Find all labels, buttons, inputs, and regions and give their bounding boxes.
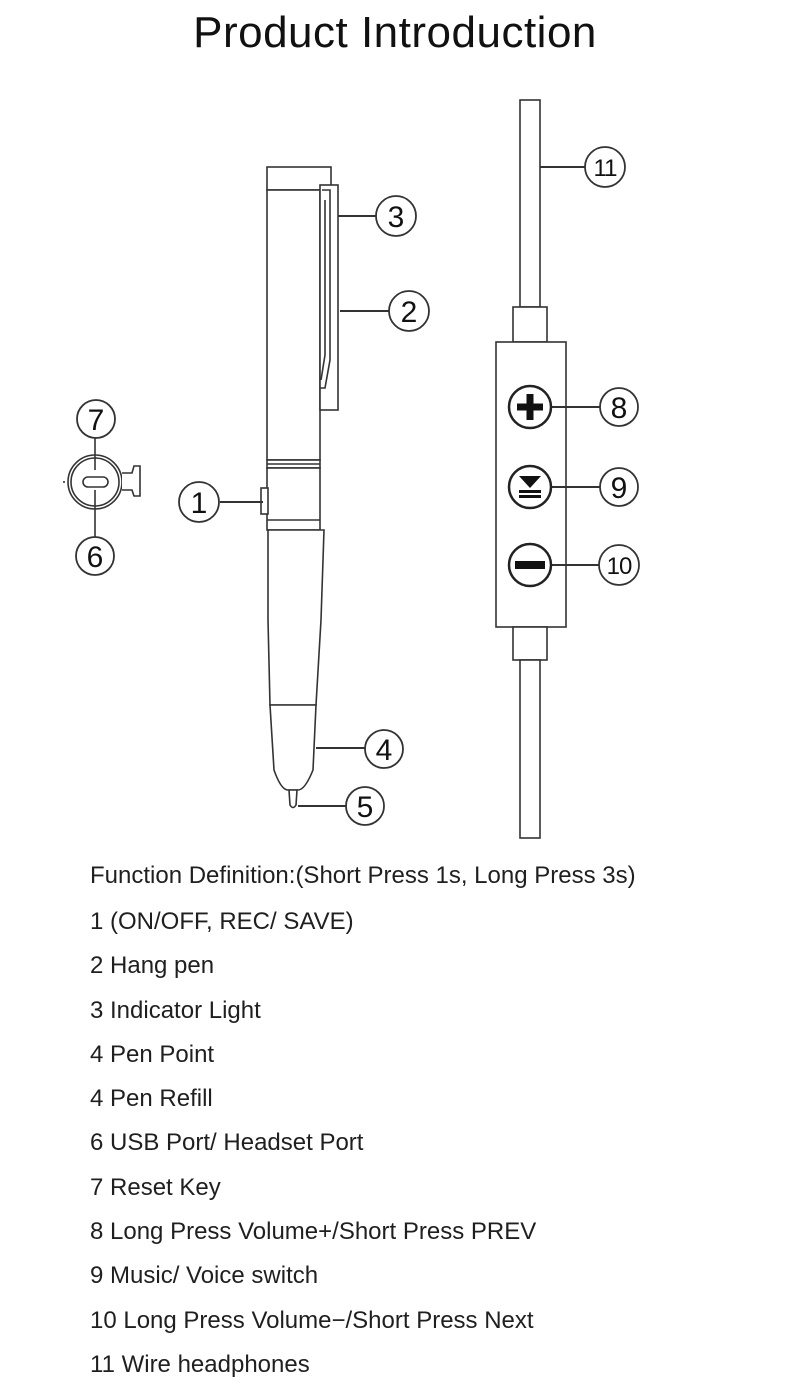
function-definitions: Function Definition:(Short Press 1s, Lon… — [90, 856, 770, 1387]
plus-icon — [507, 384, 553, 430]
callout-9: 9 — [611, 472, 628, 505]
callout-1: 1 — [191, 487, 208, 520]
callout-11: 11 — [594, 155, 618, 182]
callout-4: 4 — [376, 734, 393, 767]
callout-6: 6 — [87, 541, 104, 574]
definition-item: 10 Long Press Volume−/Short Press Next — [90, 1306, 534, 1334]
leader-lines — [220, 166, 600, 807]
callout-10: 10 — [607, 553, 632, 580]
callout-7: 7 — [88, 404, 105, 437]
definition-item: 1 (ON/OFF, REC/ SAVE) — [90, 908, 354, 935]
definition-item: 3 Indicator Light — [90, 996, 261, 1024]
definition-item: 9 Music/ Voice switch — [90, 1262, 319, 1290]
callout-3: 3 — [388, 201, 405, 234]
definition-item: 8 Long Press Volume+/Short Press PREV — [90, 1218, 537, 1246]
callout-8: 8 — [611, 392, 628, 425]
definition-item: 11 Wire headphones — [90, 1350, 310, 1378]
definition-item: 6 USB Port/ Headset Port — [90, 1129, 364, 1157]
pen-top-view — [63, 438, 141, 538]
product-diagram: 1 2 3 4 5 6 7 8 9 10 11 — [63, 99, 640, 839]
pen-drawing — [260, 166, 339, 809]
definition-item: 7 Reset Key — [90, 1173, 221, 1201]
callout-2: 2 — [401, 296, 418, 329]
definition-item: 2 Hang pen — [90, 952, 215, 980]
callout-5: 5 — [357, 791, 374, 824]
callout-circles — [75, 146, 640, 826]
minus-icon — [507, 542, 553, 588]
page-title: Product Introduction — [193, 8, 597, 57]
definition-item: 4 Pen Refill — [90, 1085, 213, 1113]
definitions-heading: Function Definition:(Short Press 1s, Lon… — [90, 862, 636, 889]
definition-item: 4 Pen Point — [90, 1040, 215, 1068]
play-pause-icon — [507, 464, 553, 510]
